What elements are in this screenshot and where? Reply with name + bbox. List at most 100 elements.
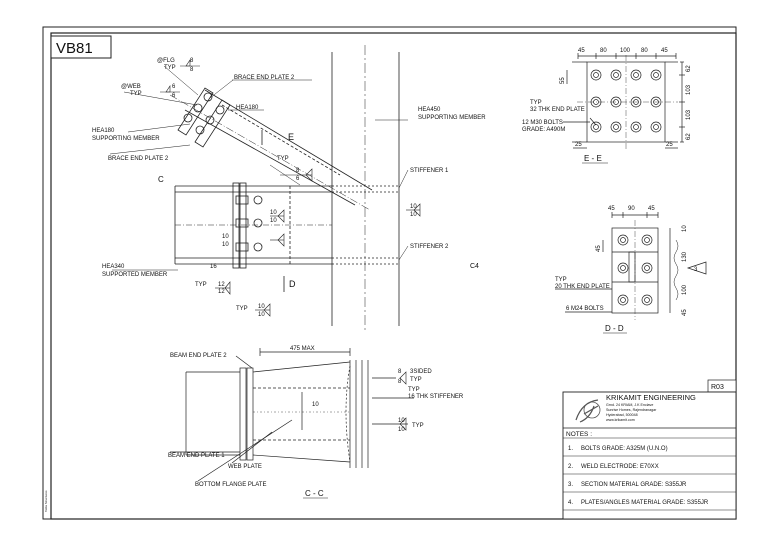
revision-label: R03: [711, 384, 724, 391]
cc-3sided: 3SIDED: [410, 369, 432, 375]
note-text-2: WELD ELECTRODE: E70XX: [581, 464, 659, 470]
cc-beam-end-plate-1: BEAM END PLATE 1: [168, 453, 225, 459]
dd-rdim-3: 45: [682, 309, 688, 316]
section-mark-c: C: [158, 175, 164, 184]
weld-12-b: 12: [218, 289, 225, 295]
company-logo: [575, 399, 601, 423]
dd-triangle-3: 3: [694, 267, 698, 273]
notes-header: NOTES :: [566, 431, 592, 438]
note-num-3: 3.: [568, 482, 573, 488]
cc-weld-symbols: [399, 371, 407, 431]
ee-dim-0: 45: [578, 48, 585, 54]
weld-10-bot-a: 10: [258, 304, 265, 310]
company-addr-1: Grnd. 24 KRIAM, J.K Enclave: [606, 403, 653, 407]
cc-beam-end-plate-2: BEAM END PLATE 2: [170, 353, 227, 359]
weld-typ-10: TYP: [236, 306, 248, 312]
drawing-id: VB81: [56, 40, 93, 57]
section-mark-e: E: [288, 132, 294, 142]
ee-bolt-grade: GRADE: A490M: [522, 127, 565, 133]
cc-typ: TYP: [410, 377, 422, 383]
weld-typ-brace: TYP: [277, 156, 289, 162]
weld-10-beam-b: 10: [270, 218, 277, 224]
drawing-id-box: [50, 35, 112, 59]
note-num-4: 4.: [568, 500, 573, 506]
dd-view-title: D - D: [605, 324, 624, 333]
note-text-4: PLATES/ANGLES MATERIAL GRADE: S355JR: [581, 500, 709, 506]
dd-dim-1: 90: [628, 206, 635, 212]
view-ee: [563, 53, 685, 150]
company-addr-2: Sunrise Homes, Rajendranagar: [606, 408, 657, 412]
dd-rdim-0: 10: [682, 225, 688, 232]
ee-bolts: 12 M30 BOLTS: [522, 120, 563, 126]
dd-end-plate: 20 THK END PLATE: [555, 284, 610, 290]
note-text-3: SECTION MATERIAL GRADE: S355JR: [581, 482, 687, 488]
weld-10-stiff-a: 10: [410, 204, 417, 210]
view-dd: [555, 212, 707, 320]
ee-bdim-0: 25: [575, 142, 582, 148]
label-c4: C4: [470, 263, 479, 270]
weld-web-typ: TYP: [130, 91, 142, 97]
main-weld-symbols: [160, 59, 421, 317]
cc-bottom-flange: BOTTOM FLANGE PLATE: [195, 482, 266, 488]
ee-rdim-2: 103: [686, 109, 692, 120]
note-num-1: 1.: [568, 446, 573, 452]
ee-rdim-1: 103: [686, 84, 692, 95]
weld-12-a: 12: [218, 282, 225, 288]
weld-size-6-b: 6: [172, 93, 176, 99]
weld-flg-label: @FLG: [157, 58, 175, 64]
label-hea340: HEA340: [102, 264, 125, 270]
ee-rdim-0: 62: [686, 65, 692, 72]
weld-10-bot-b: 10: [258, 312, 265, 318]
cc-dim-10: 10: [312, 402, 319, 408]
label-hea180-top: HEA180: [236, 105, 259, 111]
weld-10-stiff-b: 10: [410, 212, 417, 218]
cc-stiffener: 16 THK STIFFENER: [408, 394, 464, 400]
cc-weld-8-b: 8: [398, 379, 402, 385]
weld-size-6-a: 6: [172, 84, 176, 90]
ee-bdim-1: 25: [666, 142, 673, 148]
ee-ldim: 55: [560, 77, 566, 84]
ee-view-title: E - E: [584, 154, 602, 163]
weld-6-brace: 6: [296, 176, 300, 182]
label-stiffener-2: STIFFENER 2: [410, 244, 449, 250]
section-mark-d: D: [289, 279, 296, 289]
ee-dim-2: 100: [620, 48, 631, 54]
ee-dim-4: 45: [661, 48, 668, 54]
cc-stiff-typ: TYP: [408, 387, 420, 393]
weld-typ-12: TYP: [195, 282, 207, 288]
cc-web-plate: WEB PLATE: [228, 464, 262, 470]
view-cc: [170, 348, 414, 482]
label-supporting-member-col: SUPPORTING MEMBER: [418, 115, 486, 121]
note-text-1: BOLTS GRADE: A325M (U.N.O): [581, 446, 668, 452]
ee-rdim-3: 62: [686, 133, 692, 140]
label-hea180: HEA180: [92, 128, 115, 134]
weld-size-8-b: 8: [190, 67, 194, 73]
ee-typ: TYP: [530, 100, 542, 106]
weld-web-label: @WEB: [121, 84, 141, 90]
inner-border: [50, 32, 737, 520]
weld-10-beam-c: 10: [222, 234, 229, 240]
main-elevation-view: [169, 45, 400, 330]
dd-typ: TYP: [555, 277, 567, 283]
company-name: KRIKAMIT ENGINEERING: [606, 393, 696, 402]
dd-rdim-2: 100: [682, 284, 688, 295]
dd-rdim-1: 130: [682, 251, 688, 262]
dd-dim-2: 45: [648, 206, 655, 212]
weld-8-brace: 8: [296, 168, 300, 174]
title-block: R03 KRIKAMIT ENGINEERING Grnd. 24 KRIAM,…: [562, 379, 737, 520]
main-leaders: [109, 65, 409, 271]
weld-10-beam-a: 10: [270, 210, 277, 216]
company-addr-3: Hyderabad, 500048: [606, 413, 638, 417]
weld-10-beam-d: 10: [222, 242, 229, 248]
note-num-2: 2.: [568, 464, 573, 470]
label-brace-end-plate-top: BRACE END PLATE 2: [234, 75, 295, 81]
side-note: Tekla Structures: [44, 490, 48, 512]
label-stiffener-1: STIFFENER 1: [410, 168, 449, 174]
dd-bolts: 6 M24 BOLTS: [566, 306, 604, 312]
dd-ldim: 45: [596, 245, 602, 252]
cc-weld-typ: TYP: [412, 423, 424, 429]
dd-dim-0: 45: [608, 206, 615, 212]
label-supporting-member-brace: SUPPORTING MEMBER: [92, 136, 160, 142]
ee-dim-3: 80: [641, 48, 648, 54]
